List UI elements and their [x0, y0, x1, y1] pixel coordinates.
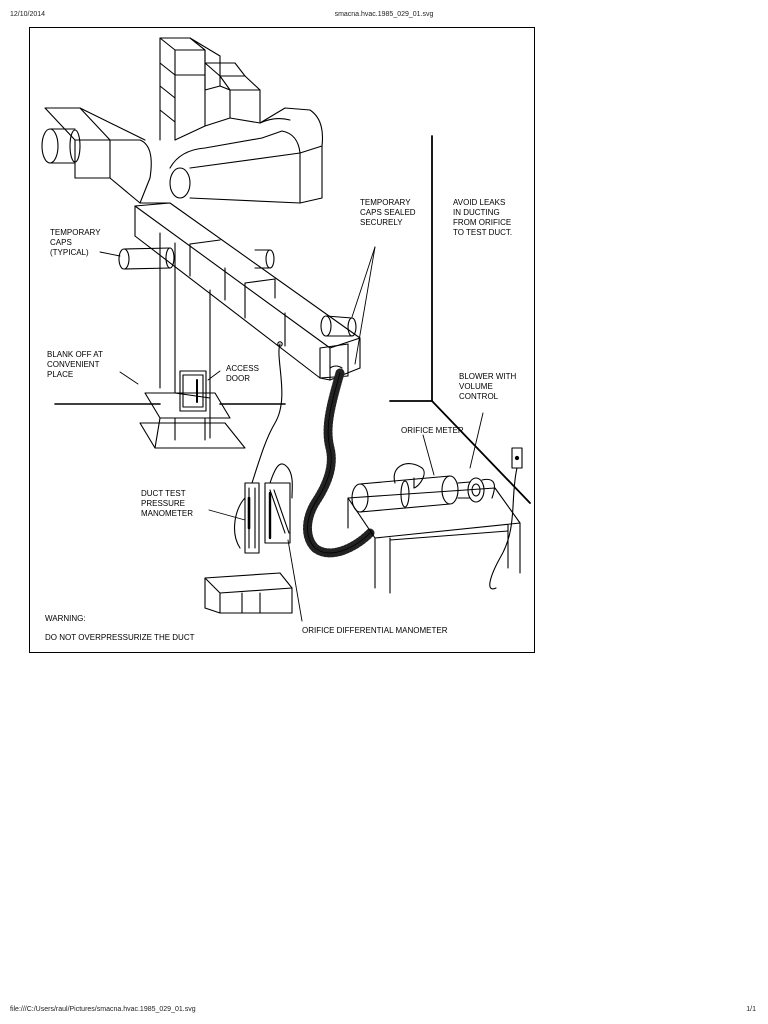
label-avoid-leaks: AVOID LEAKS IN DUCTING FROM ORIFICE TO T… [453, 198, 513, 237]
label-do-not-overpressurize: DO NOT OVERPRESSURIZE THE DUCT [45, 633, 195, 642]
label-orifice-differential-manometer: ORIFICE DIFFERENTIAL MANOMETER [302, 626, 448, 635]
flexible-hose [303, 368, 375, 558]
floor-lines [54, 135, 531, 504]
left-branch [41, 107, 171, 204]
manometers [204, 341, 293, 614]
label-warning: WARNING: [45, 614, 86, 623]
leader-lines [99, 246, 484, 622]
vertical-riser [139, 232, 246, 449]
diagram-frame: TEMPORARY CAPS (TYPICAL) TEMPORARY CAPS … [29, 27, 535, 653]
main-trunk [134, 137, 361, 381]
label-duct-test-manometer: DUCT TEST PRESSURE MANOMETER [141, 489, 193, 518]
upper-duct-stack [159, 37, 324, 204]
label-temporary-caps-sealed: TEMPORARY CAPS SEALED SECURELY [360, 198, 416, 227]
print-date: 12/10/2014 [10, 11, 46, 18]
label-blower: BLOWER WITH VOLUME CONTROL [459, 372, 517, 401]
trunk-caps [118, 247, 357, 337]
label-access-door: ACCESS DOOR [226, 364, 259, 383]
label-temporary-caps-typical: TEMPORARY CAPS (TYPICAL) [50, 228, 101, 257]
file-path: file:///C:/Users/raul/Pictures/smacna.hv… [10, 1006, 196, 1013]
orifice-bench [347, 447, 523, 594]
label-blank-off: BLANK OFF AT CONVENIENT PLACE [47, 350, 103, 379]
duct-test-diagram [41, 37, 531, 622]
label-orifice-meter: ORIFICE METER [401, 426, 464, 435]
page-number: 1/1 [746, 1006, 756, 1013]
document-title: smacna.hvac.1985_029_01.svg [334, 11, 434, 18]
